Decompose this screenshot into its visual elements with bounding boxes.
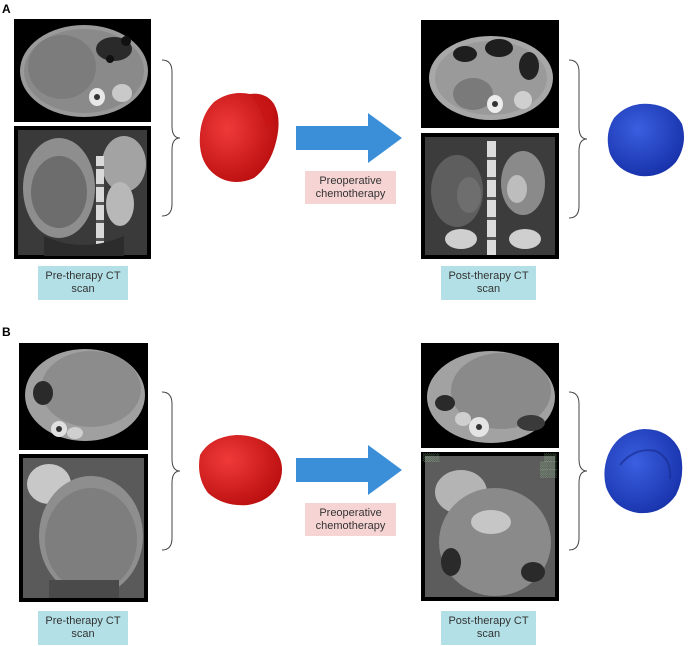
preoperative-chemotherapy-label: Preoperative chemotherapy [305, 503, 396, 536]
ct-overlay-text-left: ░░░░ [423, 454, 440, 462]
preoperative-chemotherapy-label: Preoperative chemotherapy [305, 171, 396, 204]
right-curly-brace [161, 391, 181, 551]
right-curly-brace [568, 391, 588, 551]
post-therapy-ct-scan-label: Post-therapy CT scan [441, 266, 536, 300]
post-therapy-coronal-ct-image [421, 133, 559, 259]
panel-letter: B [2, 325, 11, 339]
post-therapy-axial-ct-image [421, 343, 559, 448]
pre-therapy-coronal-ct-image [19, 454, 148, 602]
post-therapy-tumor-model [607, 103, 684, 177]
post-therapy-ct-scan-label: Post-therapy CT scan [441, 611, 536, 645]
right-arrow-icon [296, 113, 402, 163]
right-curly-brace [161, 59, 181, 217]
post-therapy-tumor-model [604, 429, 683, 514]
right-curly-brace [568, 59, 588, 219]
pre-therapy-tumor-model [199, 435, 282, 506]
panel-a: A [2, 2, 684, 300]
pre-therapy-ct-scan-label: Pre-therapy CT scan [38, 611, 128, 645]
pre-therapy-axial-ct-image [14, 19, 151, 122]
ct-overlay-text-right: ░░░ ░░░░ ░░░░ [540, 454, 557, 478]
pre-therapy-ct-scan-label: Pre-therapy CT scan [38, 266, 128, 300]
panel-b: B [0, 323, 690, 646]
right-arrow-icon [296, 445, 402, 495]
pre-therapy-coronal-ct-image [14, 126, 151, 259]
post-therapy-axial-ct-image [421, 20, 559, 128]
post-therapy-coronal-ct-image: ░░░░ ░░░ ░░░░ ░░░░ [421, 452, 559, 601]
pre-therapy-axial-ct-image [19, 343, 148, 450]
pre-therapy-tumor-model [199, 93, 279, 182]
panel-letter: A [2, 2, 11, 16]
